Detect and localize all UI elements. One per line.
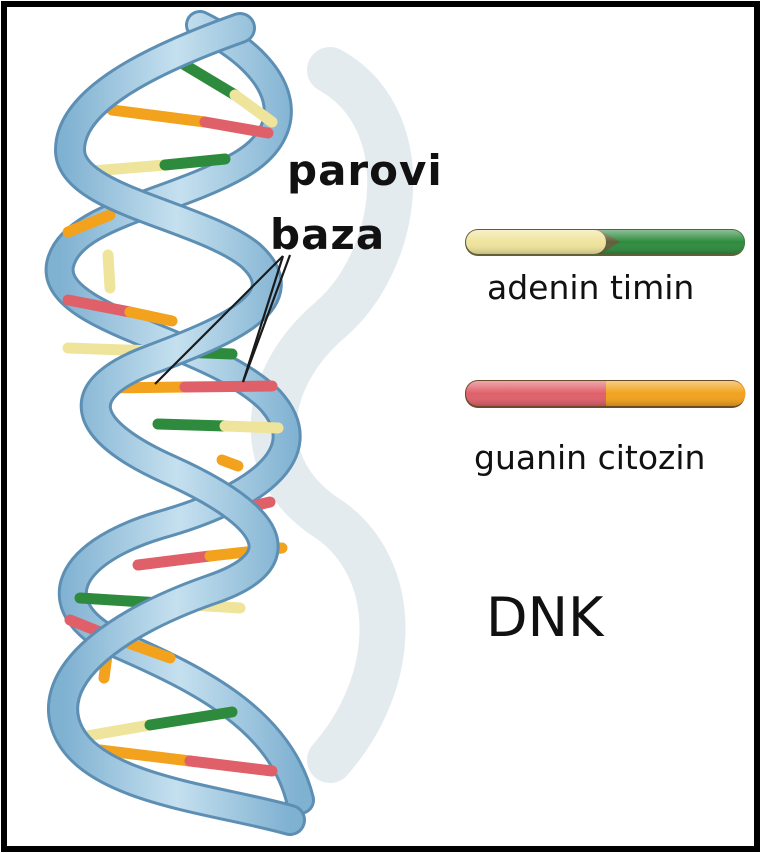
base-pair: [222, 460, 238, 466]
base-pairs-label-line1: parovi: [287, 146, 443, 195]
base-pairs-label-line2: baza: [270, 210, 385, 259]
legend-at-label: adenin timin: [487, 268, 694, 307]
base-pair: [108, 255, 110, 288]
diagram-title: DNK: [486, 586, 603, 649]
legend-gc-label: guanin citozin: [474, 438, 705, 477]
base-pair: [112, 110, 268, 133]
legend-at-bar: [465, 229, 745, 256]
base-pair: [158, 424, 278, 428]
legend-gc-bar: [465, 380, 746, 408]
